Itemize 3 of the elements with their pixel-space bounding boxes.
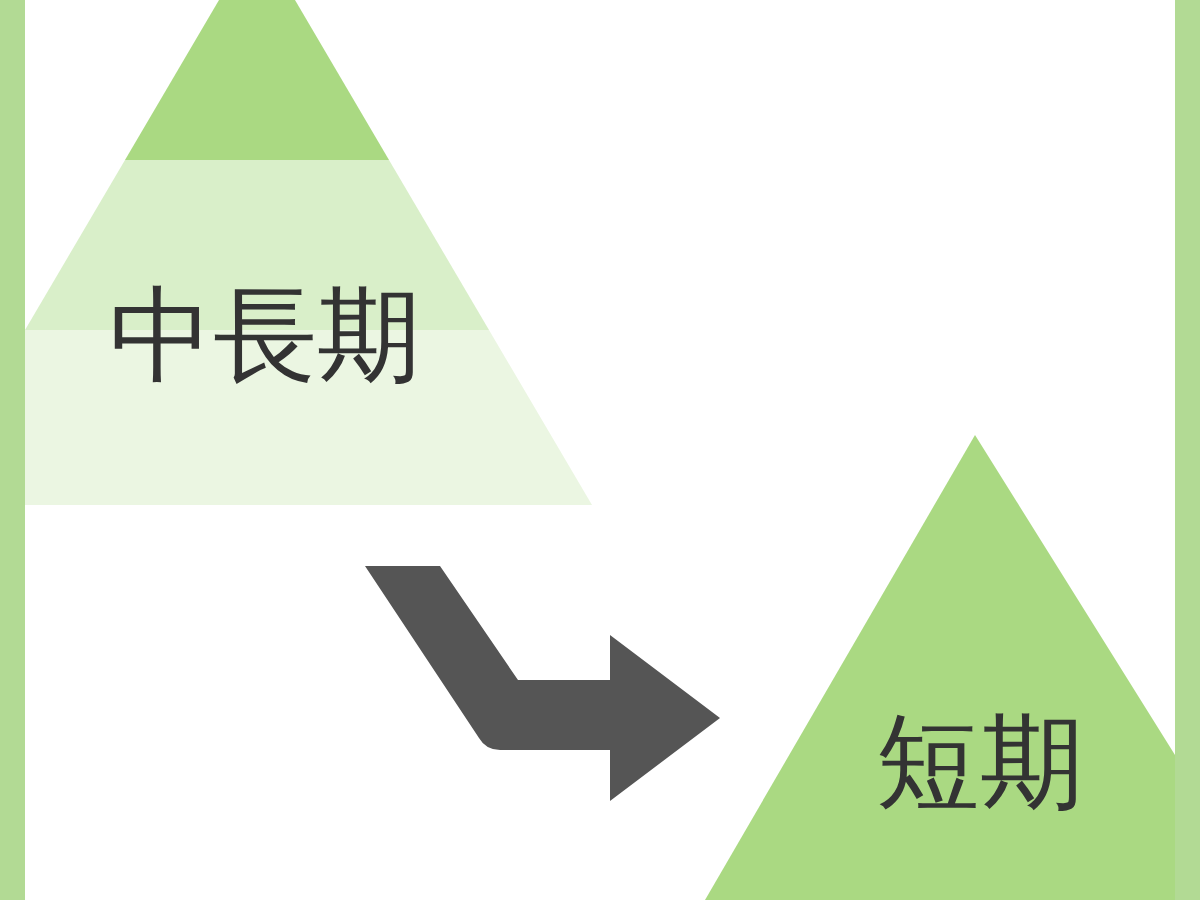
node-label: 短期: [876, 710, 1084, 814]
bent-arrow: [365, 566, 720, 801]
node-label: 中長期: [109, 283, 421, 387]
